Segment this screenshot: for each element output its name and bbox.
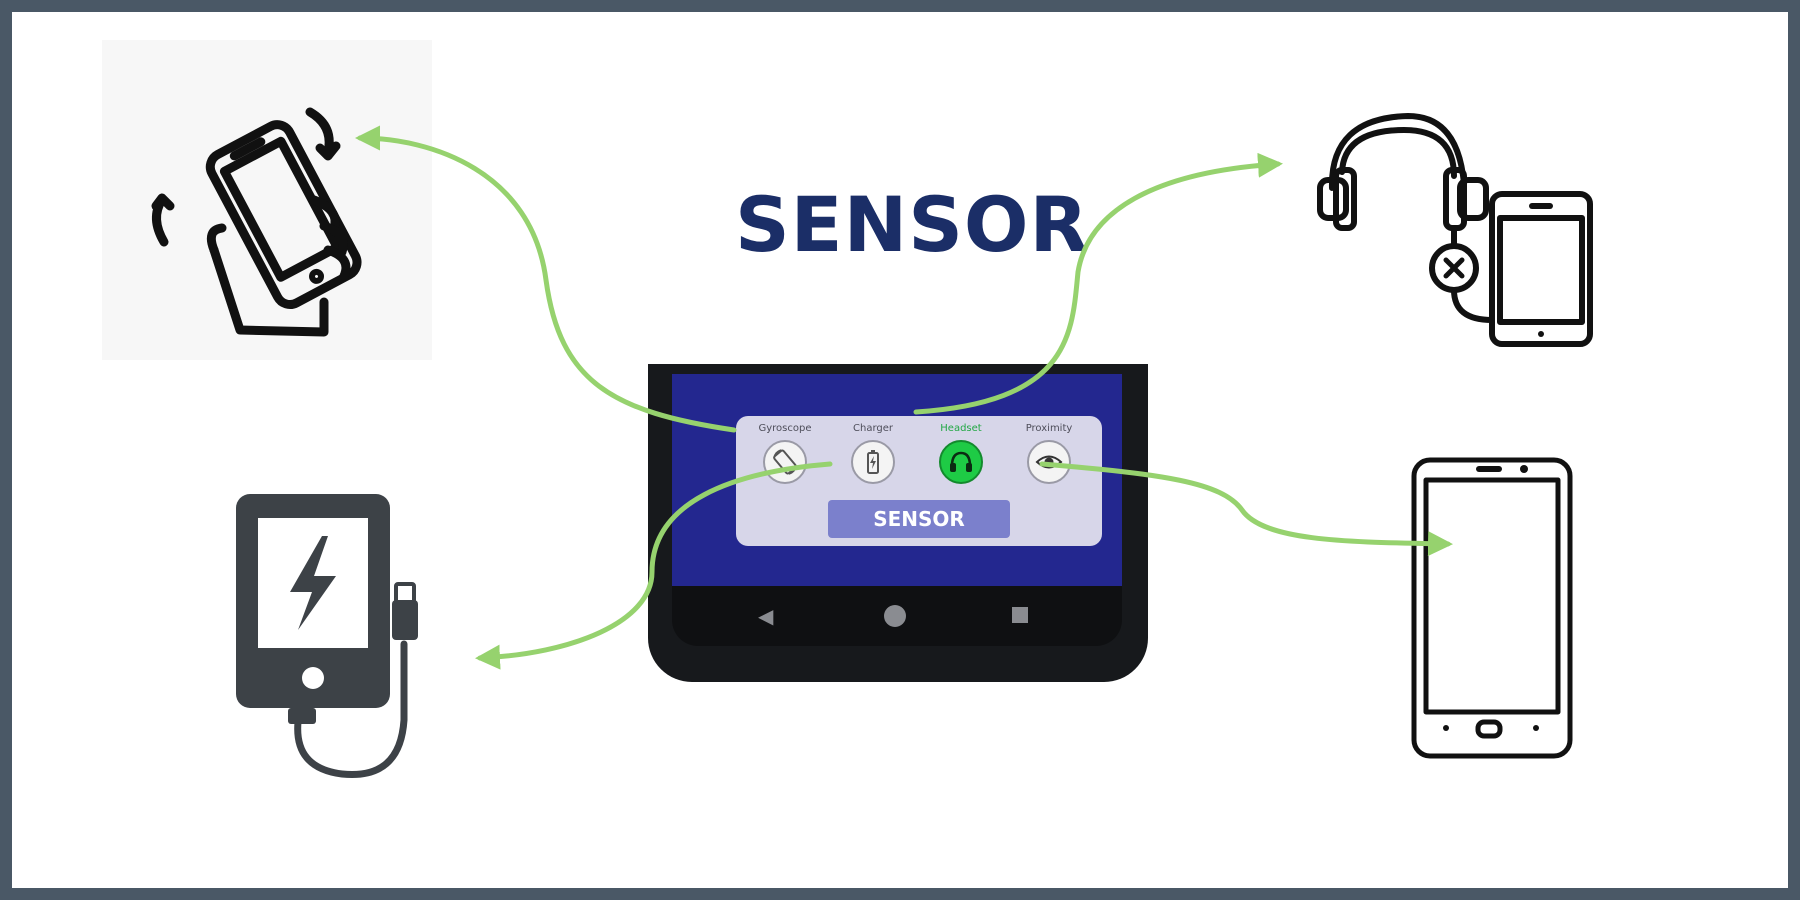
arrow-to-proximity [1039, 461, 1453, 557]
headphones-unplugged-phone-icon [1317, 113, 1593, 347]
sensor-label-headset: Headset [940, 423, 982, 434]
arrow-to-gyroscope [355, 125, 737, 433]
app-phone: Gyroscope Charger [648, 364, 1148, 682]
phone-charging-illustration [224, 484, 464, 784]
illustration-canvas: SENSOR [12, 12, 1788, 888]
sensor-charger: Charger [830, 422, 916, 484]
smartphone-icon [1411, 457, 1573, 759]
battery-charging-icon [867, 450, 879, 474]
headset-toggle[interactable] [939, 440, 983, 484]
hand-rotating-phone-illustration [102, 40, 432, 360]
sensor-gyroscope: Gyroscope [742, 422, 828, 484]
sensor-proximity: Proximity [1006, 422, 1092, 484]
gyroscope-toggle[interactable] [763, 440, 807, 484]
sensor-button[interactable]: SENSOR [828, 500, 1010, 538]
android-nav-bar: ◀ [672, 586, 1122, 646]
headphones-unplugged-illustration [1308, 108, 1608, 398]
charger-toggle[interactable] [851, 440, 895, 484]
sensor-label-gyroscope: Gyroscope [758, 423, 812, 434]
home-button[interactable] [884, 605, 906, 627]
recent-apps-button[interactable] [1012, 607, 1028, 623]
sensor-label-proximity: Proximity [1025, 423, 1073, 434]
proximity-toggle[interactable] [1027, 440, 1071, 484]
arrow-to-headset [913, 152, 1283, 415]
back-button[interactable]: ◀ [758, 604, 774, 628]
connector-arrows [355, 125, 1453, 670]
sensor-label-charger: Charger [853, 423, 893, 434]
sensor-headset: Headset [918, 422, 1004, 484]
headphones-icon [950, 451, 972, 472]
smartphone-illustration [1410, 454, 1586, 770]
hand-rotating-phone-icon [151, 107, 362, 337]
page-title: SENSOR [734, 180, 1090, 269]
arrow-to-charger [475, 461, 833, 670]
sensor-panel: Gyroscope Charger [736, 416, 1102, 546]
phone-charging-icon [236, 494, 418, 779]
